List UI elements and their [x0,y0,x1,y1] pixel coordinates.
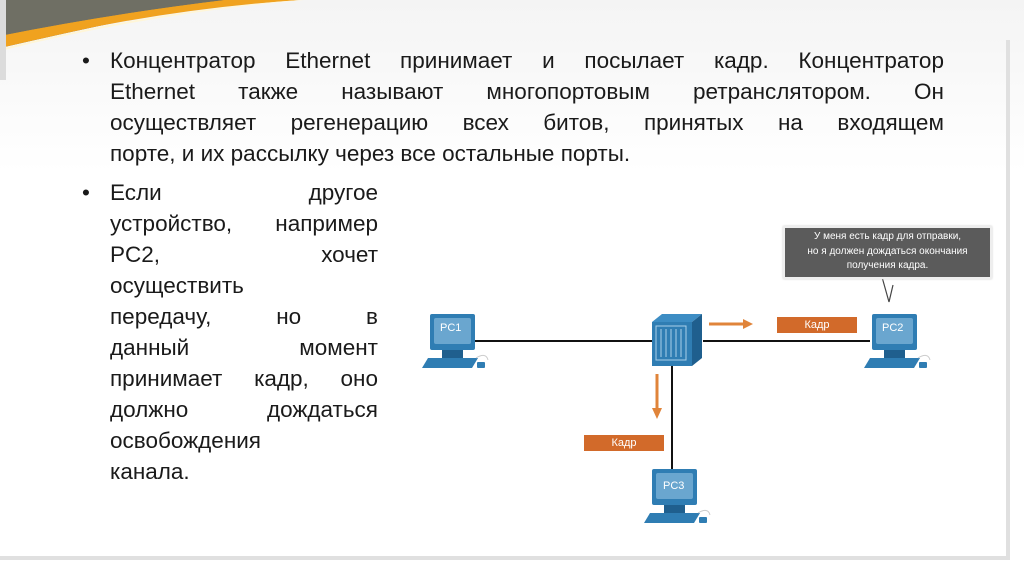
word: данный [110,335,190,360]
word: момент [299,335,378,360]
text-line: освобождения [82,425,378,456]
tooltip-line: но я должен дождаться окончания [807,245,968,257]
word: в [366,304,378,329]
pc3-label: PC3 [663,480,685,492]
word: дождаться [266,397,378,422]
word: многопортовым [486,79,650,104]
pc2-speech-tooltip: У меня есть кадр для отправки, но я долж… [783,226,992,279]
word: Ethernet [110,79,196,104]
text-line: данный момент [82,332,378,363]
word: принятых [643,110,744,135]
word: принимает [400,48,513,73]
word: Концентратор [798,48,944,73]
pc1-icon[interactable] [420,312,490,374]
word: Ethernet [285,48,371,73]
pc2-icon[interactable] [862,312,932,374]
text-line: должно дождаться [82,394,378,425]
word: хочет [321,242,378,267]
word: Концентратор [110,48,256,73]
tooltip-line: У меня есть кадр для отправки, [813,231,962,242]
word: и [542,48,555,73]
text-line: Концентратор Ethernet принимает и посылает ка… [82,45,944,76]
word: порте, и их рассылку через все остальные… [110,141,631,166]
word: другое [308,180,378,205]
header-decoration [0,0,304,80]
text-line: порте, и их рассылку через все остальные… [82,138,944,169]
word: посылает [584,48,685,73]
pc3-icon[interactable] [642,467,712,529]
text-line: Ethernet также называют многопортовым ретран… [82,76,944,107]
word: входящем [837,110,944,135]
frame-label-right: Кадр [777,317,857,333]
word: ретранслятором. [693,79,871,104]
text-line: устройство, например [82,208,378,239]
word: Он [914,79,944,104]
word: называют [341,79,444,104]
tooltip-pointer [881,276,894,303]
pc2-label: PC2 [882,322,904,334]
word: Если [110,180,162,205]
bullet: • [82,180,90,205]
word: устройство, [110,211,233,236]
frame-border-right [1006,40,1010,556]
word: кадр. [713,48,769,73]
tooltip-line: получения кадра. [846,260,929,271]
word: регенерацию [290,110,429,135]
word: осуществляет [110,110,257,135]
frame-border-bottom [0,556,1010,560]
text-line: осуществить [82,270,378,301]
text-line: принимает кадр, оно [82,363,378,394]
text-line: передачу, но в [82,301,378,332]
pc1-label: PC1 [440,322,462,334]
arrow-down-icon [652,374,662,419]
hub-icon[interactable] [648,312,710,372]
word: кадр, [254,366,309,391]
word: на [778,110,803,135]
word: канала. [110,459,190,484]
word: но [276,304,302,329]
word: принимает [110,366,223,391]
word: должно [110,397,189,422]
word: осуществить [110,273,244,298]
bullet: • [82,48,90,73]
paragraph-pc2-wait: • Если другое устройство, например PC2, хоч… [82,177,378,487]
word: также [238,79,299,104]
word: например [275,211,378,236]
text-line: Если другое [82,177,378,208]
word: передачу, [110,304,212,329]
text-line: PC2, хочет [82,239,378,270]
word: битов, [543,110,610,135]
word: PC2, [110,242,161,267]
word: оно [340,366,378,391]
word: всех [462,110,509,135]
text-line: осуществляет регенерацию всех битов, приняты… [82,107,944,138]
text-line: канала. [82,456,378,487]
arrow-right-icon [709,319,753,329]
word: освобождения [110,428,261,453]
frame-label-down: Кадр [584,435,664,451]
